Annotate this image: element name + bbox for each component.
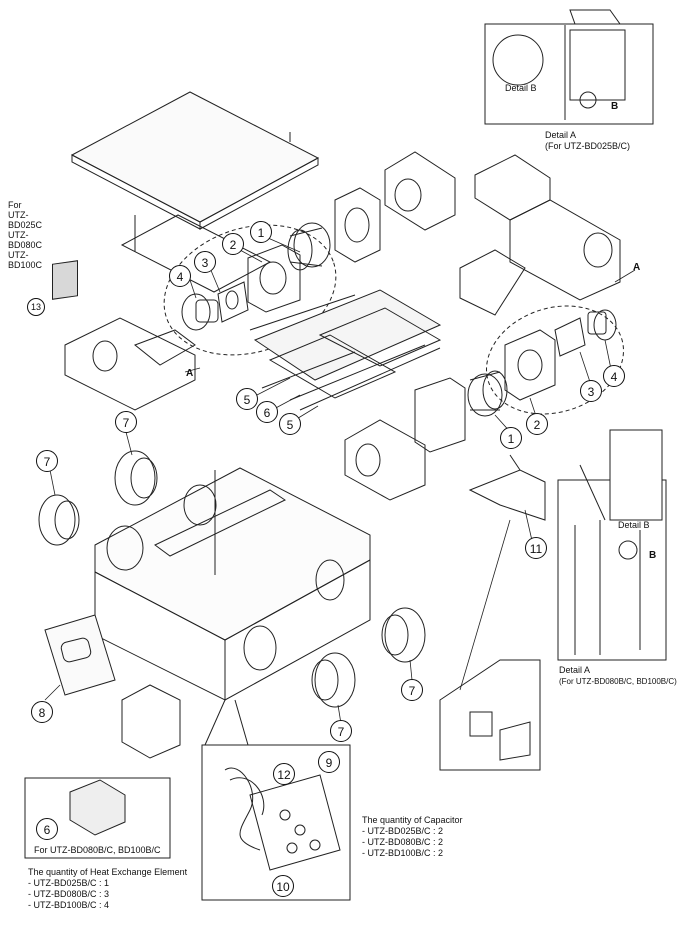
- scroll-housing: [334, 187, 381, 263]
- duct-piece-top: [384, 151, 456, 231]
- duct-flanges: [38, 450, 426, 708]
- callout-11-bracket: 11: [525, 537, 547, 559]
- filter-part-13: [52, 260, 78, 300]
- callout-6-element: 6: [256, 401, 278, 423]
- housing-left: [64, 317, 196, 411]
- heat-exchange-title: The quantity of Heat Exchange Element: [28, 867, 188, 877]
- top-panel: [70, 91, 320, 230]
- callout-2-right: 2: [526, 413, 548, 435]
- left-panel-model: UTZ-BD025C: [8, 210, 43, 230]
- label-b-top: B: [611, 101, 619, 112]
- detail-top-subtitle: (For UTZ-BD025B/C): [545, 141, 631, 151]
- bracket: [468, 454, 546, 521]
- detail-right-title: Detail A: [559, 665, 591, 675]
- detail-top-title: Detail A: [545, 130, 577, 140]
- heat-exchange-quantity: The quantity of Heat Exchange Element - …: [28, 867, 187, 911]
- callout-7-flange-b: 7: [36, 450, 58, 472]
- label-a-left: A: [186, 368, 194, 379]
- callout-12-wiring: 12: [273, 763, 295, 785]
- cover: [44, 614, 116, 696]
- scroll-lower: [344, 377, 466, 501]
- callout-7-flange-d: 7: [330, 720, 352, 742]
- fan-casing-left: [247, 244, 301, 313]
- callout-1-right: 1: [500, 427, 522, 449]
- detail-right-subtitle: (For UTZ-BD080B/C, BD100B/C): [559, 677, 677, 686]
- callout-4-left: 4: [169, 265, 191, 287]
- callout-8-cover: 8: [31, 701, 53, 723]
- left-panel-model: UTZ-BD100C: [8, 250, 43, 270]
- detail-top-b-label: Detail B: [505, 83, 537, 93]
- callout-2-left: 2: [222, 233, 244, 255]
- element6-drawing: [69, 779, 126, 836]
- capacitor-title: The quantity of Capacitor: [362, 815, 463, 825]
- left-model-panel: For UTZ-BD025C UTZ-BD080C UTZ-BD100C: [8, 200, 60, 270]
- fan-right: [467, 370, 508, 417]
- heat-exchange-item: - UTZ-BD080B/C : 3: [28, 889, 110, 899]
- callout-13-left: 13: [27, 298, 45, 316]
- left-panel-model: UTZ-BD080C: [8, 230, 43, 250]
- pcb-board: [224, 767, 341, 871]
- detail-right-b-label: Detail B: [618, 520, 650, 530]
- bracket-detail-box: [439, 659, 541, 771]
- motor-bracket-left: [217, 281, 249, 323]
- fan-casing-right: [504, 329, 556, 401]
- fan-left: [287, 222, 331, 271]
- capacitor-item: - UTZ-BD100B/C : 2: [362, 848, 444, 858]
- capacitor-item: - UTZ-BD080B/C : 2: [362, 837, 444, 847]
- callout-3-right: 3: [580, 380, 602, 402]
- callout-6-box: 6: [36, 818, 58, 840]
- motor-left: [181, 293, 219, 331]
- detail-top-drawing: [492, 9, 626, 120]
- heat-exchange-item: - UTZ-BD025B/C : 1: [28, 878, 110, 888]
- wiring-box: [201, 744, 351, 901]
- left-panel-heading: For: [8, 200, 22, 210]
- bracket-detail-drawing: [469, 711, 531, 761]
- main-casing: [94, 467, 371, 701]
- callout-3-left: 3: [194, 251, 216, 273]
- capacitor-quantity: The quantity of Capacitor - UTZ-BD025B/C…: [362, 815, 463, 859]
- capacitor-item: - UTZ-BD025B/C : 2: [362, 826, 444, 836]
- element6-box: [24, 777, 171, 859]
- label-a-right: A: [633, 262, 641, 273]
- control-box: [121, 684, 181, 759]
- element6-caption: For UTZ-BD080B/C, BD100B/C: [34, 845, 161, 855]
- callout-1-left: 1: [250, 221, 272, 243]
- callout-7-flange-c: 7: [401, 679, 423, 701]
- callout-5-upper: 5: [236, 388, 258, 410]
- detail-top-box: [484, 23, 654, 125]
- fan-group-right-outline: [486, 305, 624, 415]
- label-b-right: B: [649, 550, 657, 561]
- callout-4-right: 4: [603, 365, 625, 387]
- heat-exchange-elements: [249, 289, 442, 411]
- callout-7-flange-a: 7: [115, 411, 137, 433]
- callout-9-wiring: 9: [318, 751, 340, 773]
- fan-group-left-outline: [163, 224, 337, 356]
- callout-5-lower: 5: [279, 413, 301, 435]
- callout-10-wiring: 10: [272, 875, 294, 897]
- detail-right-drawing: [574, 429, 663, 655]
- heat-exchange-item: - UTZ-BD100B/C : 4: [28, 900, 110, 910]
- housing-right: [459, 154, 621, 316]
